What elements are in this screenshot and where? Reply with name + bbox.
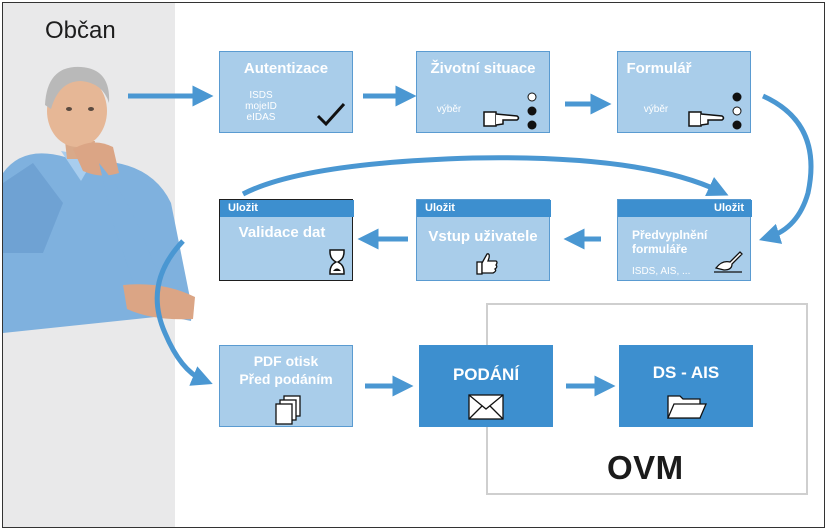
method-mojeid: mojeID <box>245 101 277 112</box>
method-isds: ISDS <box>249 90 273 101</box>
person-label: Občan <box>45 17 116 44</box>
radio-options-icon <box>732 92 742 130</box>
box-formular: Formulář výběr <box>617 51 751 133</box>
checkmark-icon <box>316 102 346 127</box>
arrow-validace-to-pdf <box>154 239 213 386</box>
arrow-validace-loop-back <box>241 155 729 197</box>
method-eidas: eIDAS <box>246 112 276 123</box>
zivotni-title: Životní situace <box>430 60 536 77</box>
pdf-line-1: PDF otisk <box>253 353 319 369</box>
pointing-hand-icon <box>483 111 520 127</box>
dsais-title: DS - AIS <box>652 363 720 382</box>
ulozit-tab: Uložit <box>417 200 551 217</box>
arrow-formular-to-predvyplneni <box>758 93 814 244</box>
podani-title: PODÁNÍ <box>452 365 520 384</box>
box-zivotni-situace: Životní situace výběr <box>416 51 550 133</box>
box-podani: PODÁNÍ <box>419 345 553 427</box>
flow-arrows <box>128 85 814 397</box>
autentizace-title: Autentizace <box>243 60 329 77</box>
folder-icon <box>667 395 707 419</box>
hourglass-icon <box>329 249 345 275</box>
box-validace-dat: Uložit Validace dat <box>219 199 354 281</box>
writing-hand-icon <box>714 251 743 273</box>
envelope-icon <box>468 394 504 420</box>
person-illustration <box>3 66 195 333</box>
autentizace-methods: ISDS mojeID eIDAS <box>238 90 284 123</box>
zivotni-sub: výběr <box>436 104 462 115</box>
formular-title: Formulář <box>626 60 692 77</box>
predvyplneni-title: Předvyplnění formuláře <box>632 228 707 256</box>
validace-title: Validace dat <box>238 224 326 241</box>
predvyplneni-line-1: Předvyplnění <box>632 228 708 242</box>
ulozit-tab: Uložit <box>618 200 752 217</box>
pdf-line-2: Před podáním <box>239 371 333 387</box>
box-autentizace: Autentizace ISDS mojeID eIDAS <box>219 51 353 133</box>
radio-options-icon <box>527 92 537 130</box>
thumbs-up-icon <box>476 253 498 275</box>
box-predvyplneni: Uložit Předvyplnění formuláře ISDS, AIS,… <box>617 199 752 281</box>
box-ds-ais: DS - AIS <box>619 345 753 427</box>
predvyplneni-line-2: formuláře <box>632 242 688 256</box>
box-pdf-otisk: PDF otisk Před podáním <box>219 345 353 427</box>
box-vstup-uzivatele: Uložit Vstup uživatele <box>416 199 551 281</box>
formular-sub: výběr <box>643 104 669 115</box>
ulozit-tab: Uložit <box>220 200 354 217</box>
pointing-hand-icon <box>688 111 725 127</box>
predvyplneni-sources: ISDS, AIS, ... <box>632 266 691 277</box>
pdf-title: PDF otisk Před podáním <box>220 352 352 388</box>
ovm-label: OVM <box>607 449 684 486</box>
documents-icon <box>275 395 301 425</box>
vstup-title: Vstup uživatele <box>428 228 538 245</box>
